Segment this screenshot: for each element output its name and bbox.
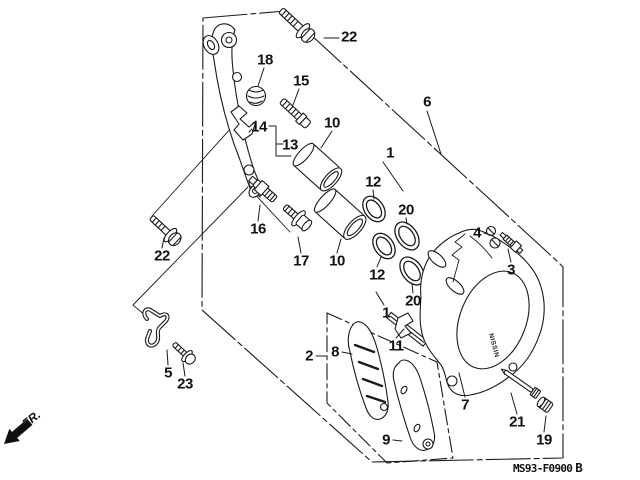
pin-bolt-drawing (248, 175, 278, 203)
wire-clip-drawing (142, 307, 170, 348)
fr-direction-arrow: FR. (4, 408, 43, 444)
hanger-pin-drawing (500, 368, 541, 399)
piston-drawings (292, 142, 367, 240)
washer-bolt-drawing (282, 204, 313, 232)
bleed-screw-drawing (499, 231, 524, 255)
leader-lines (161, 37, 547, 442)
flange-bolt-left-drawing (149, 215, 182, 247)
pin-cap-drawing (536, 396, 554, 413)
caliper-body-drawing: NISSIN (419, 228, 545, 397)
part-code: MS93-F0900 B (513, 460, 583, 475)
boot-drawing (245, 85, 267, 107)
pad-pin-drawing (279, 98, 311, 129)
seal-drawings (362, 195, 425, 286)
bleed-cap-drawing (485, 225, 501, 249)
assembly-boundary-box (201, 10, 564, 463)
outer-pad-drawing (347, 321, 389, 420)
axis-lines (132, 117, 291, 317)
part-code-suffix: B (575, 460, 583, 475)
small-bolt-drawing (172, 342, 196, 365)
inner-pad-drawing (392, 359, 436, 451)
part-code-text: MS93-F0900 (513, 462, 573, 475)
flange-bolt-top-drawing (278, 7, 316, 43)
pad-set-boundary-box (326, 312, 454, 464)
